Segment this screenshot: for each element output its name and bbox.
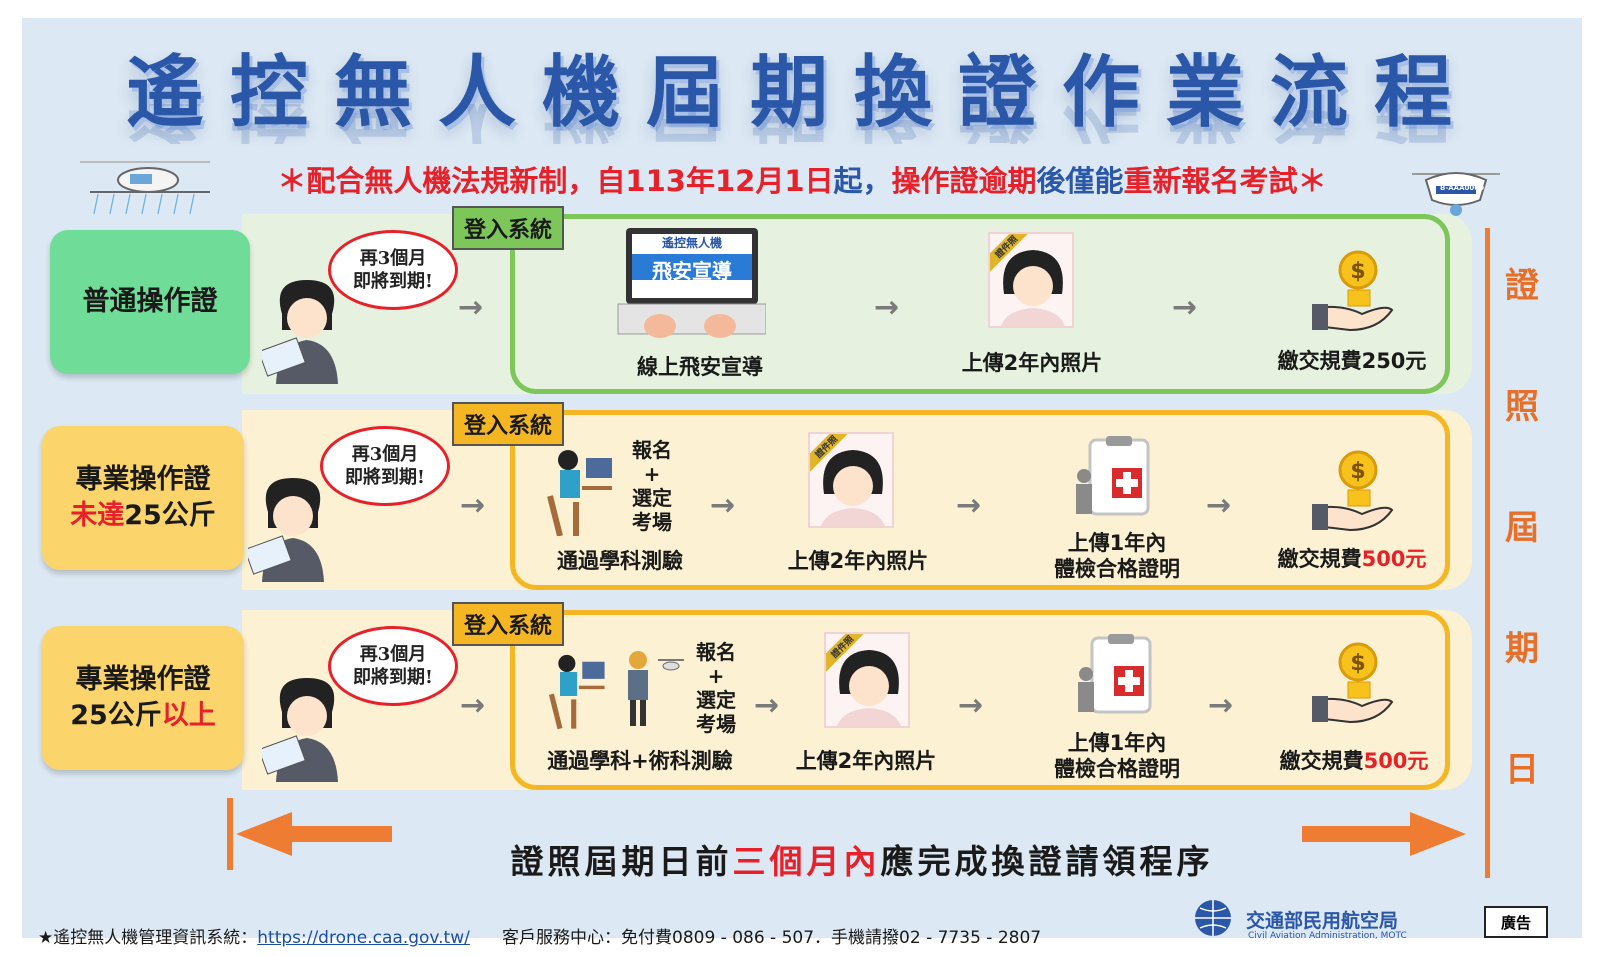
row3-arrow-1: → — [460, 688, 486, 723]
row2-health-caption: 上傳1年內體檢合格證明 — [1054, 531, 1180, 581]
drone-id-label: B-AAA0000 — [1440, 184, 1484, 192]
row2-arrow-1: → — [460, 488, 486, 523]
row3-exam-caption: 通過學科+術科測驗 — [547, 749, 733, 773]
row3-fee-caption: 繳交規費500元 — [1279, 749, 1429, 773]
infographic-canvas: 遙控無人機屆期換證作業流程 遙控無人機屆期換證作業流程 ＊配合無人機法規新制，自… — [22, 18, 1582, 948]
row1-arrow-2: → — [874, 290, 900, 325]
row1-fee-caption: 繳交規費250元 — [1277, 349, 1427, 373]
row3-drone-pilot-icon — [628, 651, 684, 726]
row3-label: 專業操作證 25公斤以上 — [42, 626, 244, 770]
title-reflection: 遙控無人機屆期換證作業流程 — [22, 104, 1582, 144]
row2-photo-caption: 上傳2年內照片 — [787, 549, 929, 573]
row3-register-text: 報名+選定考場 — [696, 640, 736, 736]
row3-photo-caption: 上傳2年內照片 — [795, 749, 937, 773]
agency-name-en: Civil Aviation Administration, MOTC — [1248, 931, 1407, 941]
row2-arrow-3: → — [956, 488, 982, 523]
agency-name: 交通部民用航空局 — [1246, 910, 1399, 932]
row3-reminder-bubble: 再3個月即將到期! — [328, 626, 458, 706]
spray-drone-icon — [80, 161, 210, 215]
row2-fee-coin-icon: $ — [1312, 450, 1394, 532]
row1-fee-coin-icon: $ — [1312, 250, 1394, 332]
row3-health-cert-icon — [1078, 634, 1152, 714]
row3-id-photo-icon: 證件照 — [824, 632, 910, 728]
row1-screen-main: 飛安宣導 — [652, 259, 732, 283]
row2-register-text: 報名+選定考場 — [632, 438, 672, 534]
row3-login-tag: 登入系統 — [452, 602, 565, 646]
row2-arrow-2: → — [710, 488, 736, 523]
row3-arrow-4: → — [1208, 688, 1234, 723]
row2-exam-caption: 通過學科測驗 — [557, 549, 683, 573]
row3-arrow-2: → — [754, 688, 780, 723]
expiry-date-label: 證照屆期日 — [1505, 266, 1539, 790]
row1-briefing-caption: 線上飛安宣導 — [637, 355, 763, 379]
row2-reminder-bubble: 再3個月即將到期! — [320, 426, 450, 506]
svg-text:$: $ — [1350, 459, 1365, 484]
svg-text:$: $ — [1350, 259, 1365, 284]
row1-photo-caption: 上傳2年內照片 — [961, 351, 1103, 375]
row1-worried-operator-icon — [262, 280, 338, 384]
row2-login-tag: 登入系統 — [452, 402, 565, 446]
row3-frame — [510, 610, 1450, 790]
row2-worried-operator-icon — [248, 478, 324, 582]
footer-system-info: ★遙控無人機管理資訊系統：https://drone.caa.gov.tw/ — [38, 928, 470, 948]
row1-band — [242, 214, 1472, 394]
three-month-window-arrow — [227, 798, 1466, 870]
subtitle-notice: ＊配合無人機法規新制，自113年12月1日起，操作證逾期後僅能重新報名考試＊ — [277, 164, 1327, 198]
three-month-notice: 證照屆期日前三個月內應完成換證請領程序 — [510, 842, 1214, 881]
expiry-timeline-line — [1485, 228, 1490, 878]
row2-health-cert-icon — [1076, 436, 1150, 516]
row1-frame — [510, 214, 1450, 394]
row2-exam-taker-icon — [547, 450, 612, 536]
row1-id-photo-icon: 證件照 — [988, 232, 1074, 328]
row3-worried-operator-icon — [262, 678, 338, 782]
row1-reminder-bubble: 再3個月即將到期! — [328, 230, 458, 310]
page-title: 遙控無人機屆期換證作業流程 — [125, 48, 1478, 138]
drone-system-link[interactable]: https://drone.caa.gov.tw/ — [257, 928, 470, 948]
row2-frame — [510, 410, 1450, 590]
row1-laptop-icon — [617, 228, 766, 338]
row3-fee-coin-icon: $ — [1312, 642, 1394, 724]
row1-label: 普通操作證 — [50, 230, 250, 374]
footer-service-info: 客戶服務中心：免付費0809 - 086 - 507．手機請撥02 - 7735… — [502, 928, 1042, 948]
row1-login-tag: 登入系統 — [452, 206, 565, 250]
row3-exam-taker-icon — [548, 654, 605, 730]
row3-arrow-3: → — [958, 688, 984, 723]
row2-arrow-4: → — [1206, 488, 1232, 523]
row1-arrow-3: → — [1172, 290, 1198, 325]
row2-label: 專業操作證 未達25公斤 — [42, 426, 244, 570]
row3-health-caption: 上傳1年內體檢合格證明 — [1054, 731, 1180, 781]
row1-screen-top: 遙控無人機 — [661, 236, 722, 250]
ad-label: 廣告 — [1484, 906, 1548, 938]
quadcopter-icon — [1412, 172, 1500, 216]
row1-arrow-1: → — [458, 290, 484, 325]
caa-globe-logo-icon — [1195, 900, 1231, 936]
row2-fee-caption: 繳交規費500元 — [1277, 547, 1427, 571]
row2-id-photo-icon: 證件照 — [808, 432, 894, 528]
svg-text:$: $ — [1350, 651, 1365, 676]
